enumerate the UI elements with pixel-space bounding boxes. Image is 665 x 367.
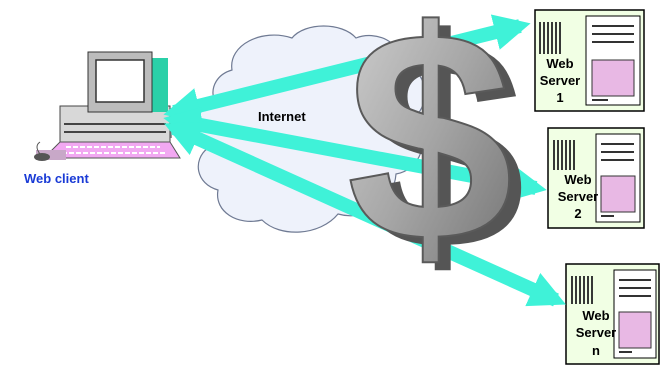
server-1-label-line3: 1 bbox=[556, 90, 563, 105]
web-client-computer bbox=[34, 52, 180, 161]
server-n-label-line1: Web bbox=[582, 308, 609, 323]
web-server-2 bbox=[548, 128, 644, 228]
server-2-label-line2: Server bbox=[558, 189, 598, 204]
server-1-label-line2: Server bbox=[540, 73, 580, 88]
dollar-sign-icon: $ $ bbox=[347, 0, 526, 312]
server-n-label-line3: n bbox=[592, 343, 600, 358]
server-2-label-line3: 2 bbox=[574, 206, 581, 221]
server-1-label-line1: Web bbox=[546, 56, 573, 71]
web-client-label: Web client bbox=[24, 171, 89, 186]
internet-label: Internet bbox=[258, 109, 306, 124]
server-2-label-line1: Web bbox=[564, 172, 591, 187]
server-n-label-line2: Server bbox=[576, 325, 616, 340]
svg-text:$: $ bbox=[347, 0, 514, 304]
web-server-n bbox=[566, 264, 659, 364]
